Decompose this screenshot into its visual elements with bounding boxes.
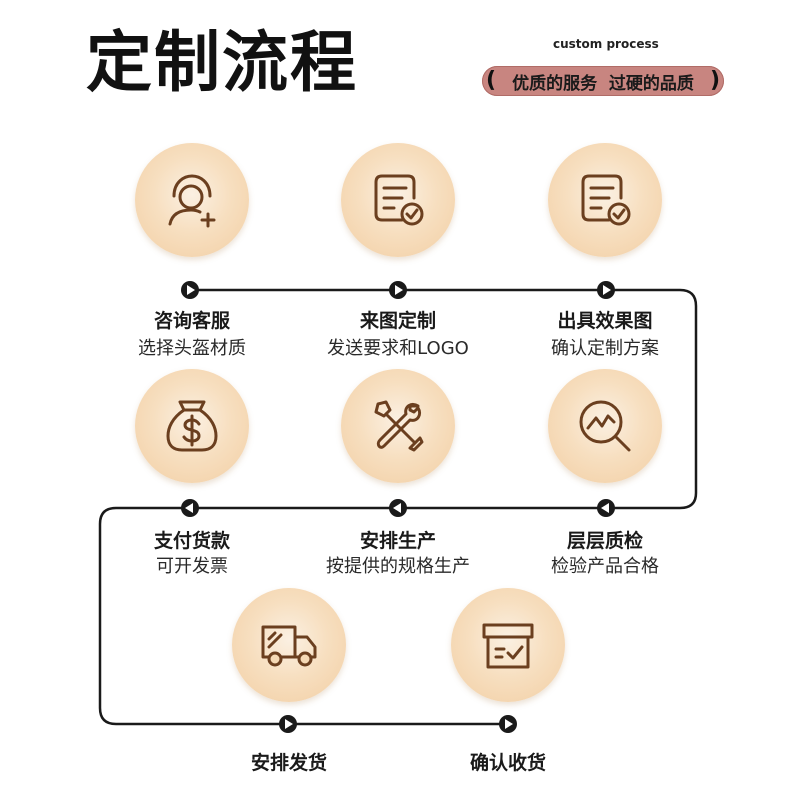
step-5-desc: 按提供的规格生产 (326, 556, 470, 577)
delivery-truck-icon (261, 625, 317, 667)
arrow-marker-6 (597, 499, 615, 517)
tools-icon (374, 400, 424, 452)
slogan-badge: ( 优质的服务 过硬的品质 ) (482, 66, 724, 96)
step-3-title: 出具效果图 (557, 310, 653, 332)
page-title: 定制流程 (86, 24, 358, 101)
money-bag-icon (166, 400, 218, 452)
step-5-circle (341, 369, 455, 483)
arrow-marker-7 (279, 715, 297, 733)
step-1-circle (135, 143, 249, 257)
step-6-circle (548, 369, 662, 483)
arrow-marker-5 (389, 499, 407, 517)
document-check-icon (581, 174, 631, 226)
step-2-desc: 发送要求和LOGO (327, 338, 469, 359)
badge-right-bracket: ) (709, 68, 720, 93)
step-4-desc: 可开发票 (156, 556, 228, 577)
step-1-title: 咨询客服 (153, 310, 230, 332)
page-subtitle: custom process (553, 37, 659, 51)
arrow-marker-2 (389, 281, 407, 299)
customer-service-icon (168, 174, 216, 228)
step-3-desc: 确认定制方案 (551, 338, 659, 359)
arrow-marker-1 (181, 281, 199, 299)
slogan-text: 优质的服务 过硬的品质 (512, 73, 694, 94)
step-8-title: 确认收货 (469, 752, 546, 774)
step-3-circle (548, 143, 662, 257)
step-6-title: 层层质检 (566, 530, 643, 552)
step-6-desc: 检验产品合格 (551, 556, 659, 577)
step-4-title: 支付货款 (153, 530, 230, 552)
step-7-circle (232, 588, 346, 702)
step-8-circle (451, 588, 565, 702)
arrow-marker-8 (499, 715, 517, 733)
step-2-circle (341, 143, 455, 257)
arrow-marker-4 (181, 499, 199, 517)
package-check-icon (482, 623, 534, 669)
step-7-title: 安排发货 (250, 752, 327, 774)
badge-left-bracket: ( (486, 68, 497, 93)
document-check-icon (374, 174, 424, 226)
step-2-title: 来图定制 (359, 310, 436, 332)
arrow-marker-3 (597, 281, 615, 299)
step-4-circle (135, 369, 249, 483)
step-1-desc: 选择头盔材质 (138, 338, 246, 359)
step-5-title: 安排生产 (359, 530, 436, 552)
magnifier-chart-icon (579, 400, 631, 452)
